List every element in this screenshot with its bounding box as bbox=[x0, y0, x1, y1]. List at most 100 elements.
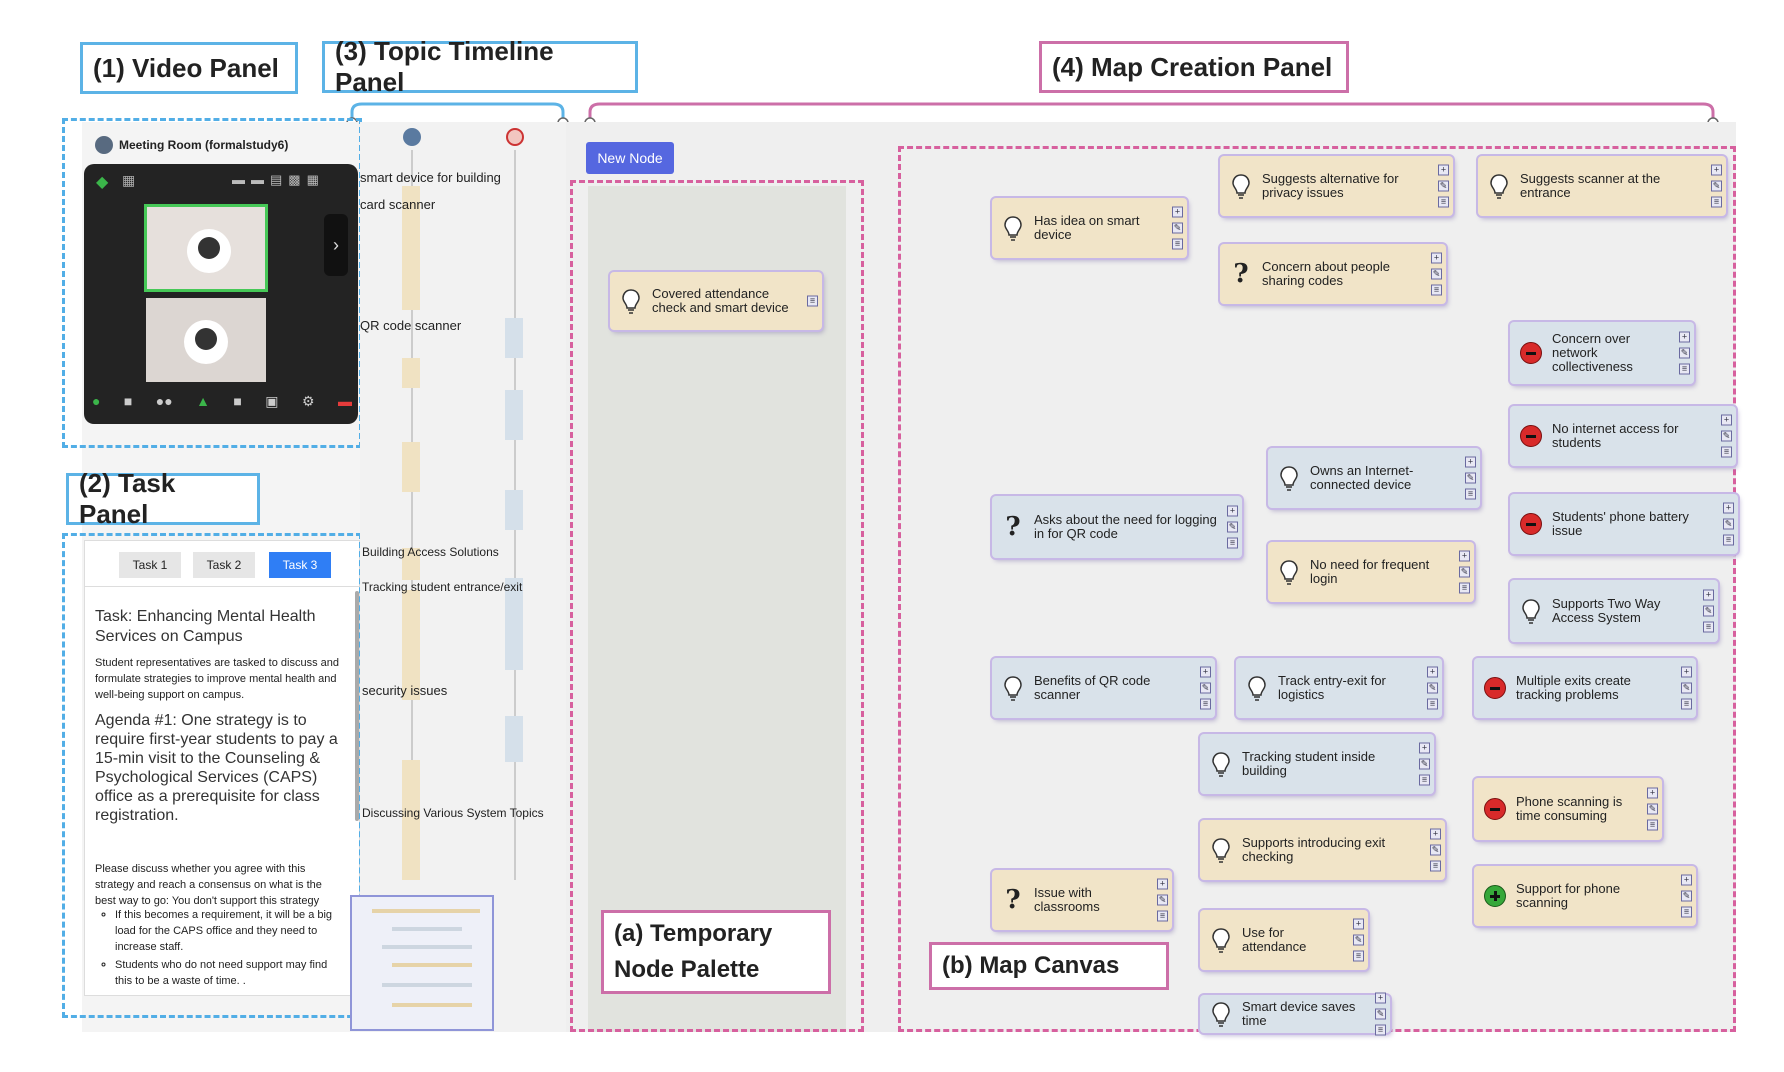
add-child-icon[interactable]: + bbox=[1427, 666, 1438, 678]
video-tile-1[interactable] bbox=[144, 204, 268, 292]
scrollbar[interactable] bbox=[355, 591, 359, 821]
timeline-topic[interactable]: smart device for building bbox=[360, 170, 501, 185]
edit-icon[interactable]: ✎ bbox=[1647, 803, 1658, 815]
timeline-topic[interactable]: Tracking student entrance/exit bbox=[362, 580, 523, 594]
node-menu-icon[interactable]: ≡ bbox=[1353, 950, 1364, 962]
map-node[interactable]: ?Concern about people sharing codes+✎≡ bbox=[1220, 244, 1446, 304]
add-child-icon[interactable]: + bbox=[1172, 206, 1183, 218]
add-child-icon[interactable]: + bbox=[1465, 456, 1476, 468]
node-menu-icon[interactable]: ≡ bbox=[1679, 363, 1690, 375]
node-menu-icon[interactable]: ≡ bbox=[1427, 698, 1438, 710]
map-node[interactable]: ?Asks about the need for logging in for … bbox=[992, 496, 1242, 558]
map-node[interactable]: Owns an Internet-connected device+✎≡ bbox=[1268, 448, 1480, 508]
edit-icon[interactable]: ✎ bbox=[1465, 472, 1476, 484]
tab-task-2[interactable]: Task 2 bbox=[193, 552, 255, 578]
tab-task-1[interactable]: Task 1 bbox=[119, 552, 181, 578]
map-node[interactable]: Track entry-exit for logistics+✎≡ bbox=[1236, 658, 1442, 718]
map-node[interactable]: Concern over network collectiveness+✎≡ bbox=[1510, 322, 1694, 384]
palette-node[interactable]: Covered attendance check and smart devic… bbox=[610, 272, 822, 330]
timeline-topic[interactable]: QR code scanner bbox=[360, 318, 462, 333]
map-node[interactable]: No internet access for students+✎≡ bbox=[1510, 406, 1736, 466]
add-child-icon[interactable]: + bbox=[1430, 828, 1441, 840]
video-tile-2[interactable] bbox=[146, 298, 266, 382]
edit-icon[interactable]: ✎ bbox=[1419, 758, 1430, 770]
edit-icon[interactable]: ✎ bbox=[1200, 682, 1211, 694]
edit-icon[interactable]: ✎ bbox=[1427, 682, 1438, 694]
map-node[interactable]: Suggests scanner at the entrance+✎≡ bbox=[1478, 156, 1726, 216]
map-node[interactable]: ?Issue with classrooms+✎≡ bbox=[992, 870, 1172, 930]
edit-icon[interactable]: ✎ bbox=[1723, 518, 1734, 530]
captions-icon[interactable]: ▣ bbox=[265, 392, 279, 409]
edit-icon[interactable]: ✎ bbox=[1703, 605, 1714, 617]
add-child-icon[interactable]: + bbox=[1681, 666, 1692, 678]
map-node[interactable]: Phone scanning is time consuming+✎≡ bbox=[1474, 778, 1662, 840]
node-menu-icon[interactable]: ≡ bbox=[1200, 698, 1211, 710]
map-node[interactable]: Supports Two Way Access System+✎≡ bbox=[1510, 580, 1718, 642]
node-menu-icon[interactable]: ≡ bbox=[1419, 774, 1430, 786]
share-screen-icon[interactable]: ▲ bbox=[196, 393, 210, 409]
edit-icon[interactable]: ✎ bbox=[1711, 180, 1722, 192]
edit-icon[interactable]: ✎ bbox=[1431, 268, 1442, 280]
node-menu-icon[interactable]: ≡ bbox=[1681, 698, 1692, 710]
edit-icon[interactable]: ✎ bbox=[1681, 682, 1692, 694]
edit-icon[interactable]: ✎ bbox=[1375, 1008, 1386, 1020]
node-menu-icon[interactable]: ≡ bbox=[1227, 537, 1238, 549]
edit-icon[interactable]: ✎ bbox=[1679, 347, 1690, 359]
add-child-icon[interactable]: + bbox=[1200, 666, 1211, 678]
edit-icon[interactable]: ✎ bbox=[1681, 890, 1692, 902]
settings-icon[interactable]: ⚙ bbox=[301, 392, 315, 409]
node-menu-icon[interactable]: ≡ bbox=[1647, 819, 1658, 831]
timeline-topic[interactable]: card scanner bbox=[360, 197, 436, 212]
edit-icon[interactable]: ✎ bbox=[1430, 844, 1441, 856]
add-child-icon[interactable]: + bbox=[1723, 502, 1734, 514]
add-child-icon[interactable]: + bbox=[1711, 164, 1722, 176]
map-node[interactable]: No need for frequent login+✎≡ bbox=[1268, 542, 1474, 602]
participants-icon[interactable]: ●● bbox=[155, 393, 173, 409]
edit-icon[interactable]: ✎ bbox=[1227, 521, 1238, 533]
add-child-icon[interactable]: + bbox=[1353, 918, 1364, 930]
layout-icons[interactable]: ▬▬▤▩▦ bbox=[232, 172, 325, 187]
edit-icon[interactable]: ✎ bbox=[1438, 180, 1449, 192]
add-child-icon[interactable]: + bbox=[1227, 505, 1238, 517]
node-menu-icon[interactable]: ≡ bbox=[1711, 196, 1722, 208]
add-child-icon[interactable]: + bbox=[1681, 874, 1692, 886]
chat-icon[interactable]: ■ bbox=[233, 393, 242, 409]
add-child-icon[interactable]: + bbox=[1679, 331, 1690, 343]
node-menu-icon[interactable]: ≡ bbox=[807, 295, 818, 307]
node-menu-icon[interactable]: ≡ bbox=[1723, 534, 1734, 546]
add-child-icon[interactable]: + bbox=[1703, 589, 1714, 601]
node-menu-icon[interactable]: ≡ bbox=[1681, 906, 1692, 918]
add-child-icon[interactable]: + bbox=[1647, 787, 1658, 799]
minimap[interactable] bbox=[350, 895, 494, 1031]
tab-task-3[interactable]: Task 3 bbox=[269, 552, 331, 578]
add-child-icon[interactable]: + bbox=[1157, 878, 1168, 890]
timeline-topic[interactable]: security issues bbox=[362, 683, 448, 698]
node-menu-icon[interactable]: ≡ bbox=[1430, 860, 1441, 872]
hang-up-icon[interactable]: ▬ bbox=[337, 393, 352, 409]
map-node[interactable]: Students' phone battery issue+✎≡ bbox=[1510, 494, 1738, 554]
add-child-icon[interactable]: + bbox=[1438, 164, 1449, 176]
node-menu-icon[interactable]: ≡ bbox=[1721, 446, 1732, 458]
node-menu-icon[interactable]: ≡ bbox=[1157, 910, 1168, 922]
map-node[interactable]: Supports introducing exit checking+✎≡ bbox=[1200, 820, 1445, 880]
add-child-icon[interactable]: + bbox=[1721, 414, 1732, 426]
map-node[interactable]: Support for phone scanning+✎≡ bbox=[1474, 866, 1696, 926]
map-node[interactable]: Smart device saves time+✎≡ bbox=[1200, 992, 1390, 1036]
node-menu-icon[interactable]: ≡ bbox=[1172, 238, 1183, 250]
node-menu-icon[interactable]: ≡ bbox=[1438, 196, 1449, 208]
node-menu-icon[interactable]: ≡ bbox=[1375, 1024, 1386, 1036]
edit-icon[interactable]: ✎ bbox=[1172, 222, 1183, 234]
node-menu-icon[interactable]: ≡ bbox=[1431, 284, 1442, 296]
new-node-button[interactable]: New Node bbox=[586, 142, 674, 174]
map-node[interactable]: Has idea on smart device+✎≡ bbox=[992, 198, 1187, 258]
map-node[interactable]: Benefits of QR code scanner+✎≡ bbox=[992, 658, 1215, 718]
add-child-icon[interactable]: + bbox=[1419, 742, 1430, 754]
node-menu-icon[interactable]: ≡ bbox=[1703, 621, 1714, 633]
chevron-right-icon[interactable]: › bbox=[324, 214, 348, 276]
edit-icon[interactable]: ✎ bbox=[1721, 430, 1732, 442]
map-node[interactable]: Use for attendance+✎≡ bbox=[1200, 910, 1368, 970]
timeline-topic[interactable]: Discussing Various System Topics bbox=[362, 806, 544, 820]
camera-icon[interactable]: ■ bbox=[123, 393, 133, 409]
edit-icon[interactable]: ✎ bbox=[1157, 894, 1168, 906]
microphone-icon[interactable]: ● bbox=[92, 393, 101, 409]
